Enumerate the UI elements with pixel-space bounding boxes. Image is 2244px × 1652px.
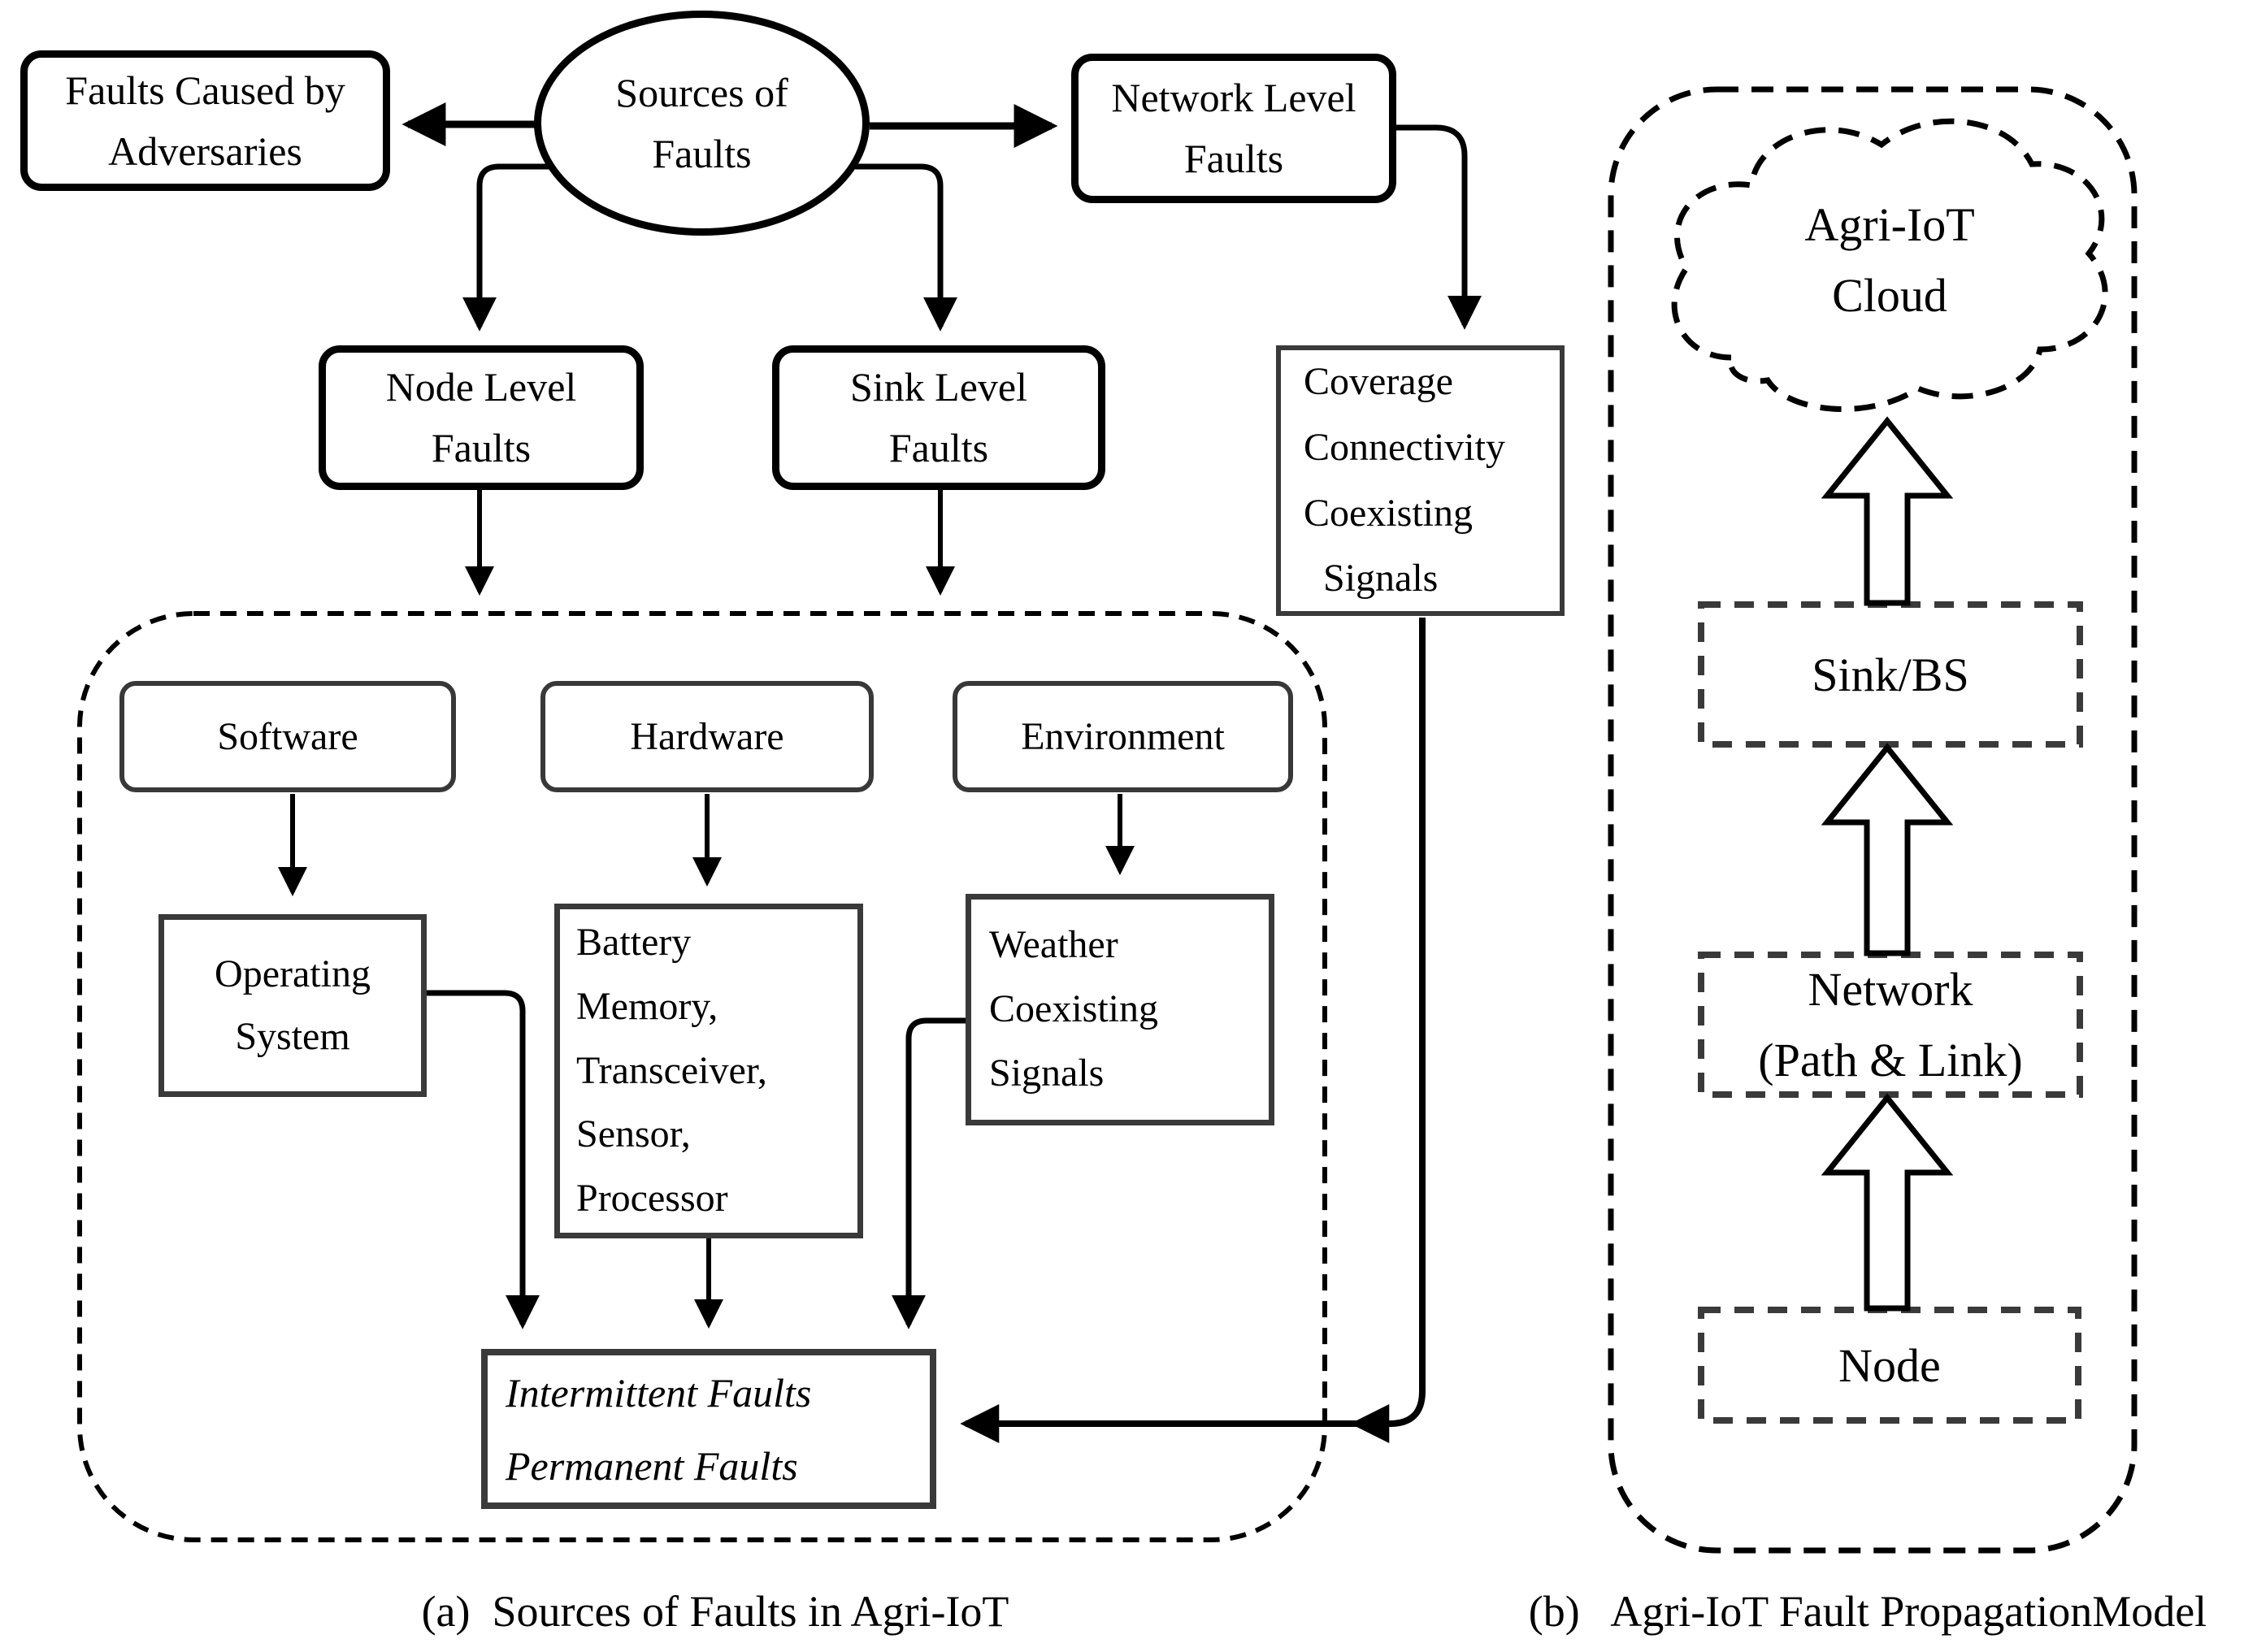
dashed-container-propagation	[1608, 86, 2138, 1554]
block-arrow-sink-to-cloud	[1821, 416, 1954, 606]
caption-a: (a) Sources of Faults in Agri-IoT	[421, 1587, 1009, 1636]
arrow-sources-to-sink-level	[855, 163, 957, 332]
node-box-outline	[1698, 1307, 2081, 1424]
cloud-agri-iot-label: Agri-IoT Cloud	[1804, 198, 1975, 322]
sink-bs-box-outline	[1698, 601, 2083, 748]
box-network-level-faults: Network Level Faults	[1071, 54, 1396, 203]
box-faults-caused-by-adversaries: Faults Caused by Adversaries	[20, 50, 390, 191]
caption-b: (b) Agri-IoT Fault PropagationModel	[1528, 1587, 2207, 1636]
box-environment: Environment	[953, 681, 1293, 792]
box-sink-level-faults: Sink Level Faults	[772, 345, 1105, 490]
box-fault-types: Intermittent Faults Permanent Faults	[481, 1349, 936, 1509]
network-box-outline	[1698, 952, 2083, 1098]
label-node: Node	[1838, 1338, 1941, 1392]
arrow-coverage-to-fault-types	[960, 618, 1426, 1443]
label-network-path-link: Network (Path & Link)	[1758, 963, 2023, 1086]
box-operating-system: Operating System	[158, 914, 427, 1097]
arrow-sources-to-node-level	[462, 163, 549, 332]
label-sink-bs: Sink/BS	[1812, 648, 1969, 701]
cloud-outline	[1671, 118, 2108, 412]
arrow-network-to-coverage	[1396, 124, 1482, 330]
box-battery-components: Battery Memory, Transceiver, Sensor, Pro…	[554, 904, 863, 1238]
box-software: Software	[119, 681, 456, 792]
box-coverage-connectivity: Coverage Connectivity Coexisting Signals	[1276, 345, 1565, 616]
block-arrow-network-to-sink	[1821, 743, 1954, 956]
arrow-os-to-fault-types	[427, 990, 540, 1329]
dashed-container-sources	[77, 611, 1327, 1542]
block-arrow-node-to-network	[1821, 1093, 1954, 1312]
box-weather-coexisting-signals: Weather Coexisting Signals	[966, 894, 1274, 1125]
ellipse-sources-of-faults: Sources of Faults	[534, 11, 870, 236]
arrow-weather-to-fault-types	[892, 1017, 966, 1329]
box-hardware: Hardware	[540, 681, 874, 792]
box-node-level-faults: Node Level Faults	[319, 345, 644, 490]
